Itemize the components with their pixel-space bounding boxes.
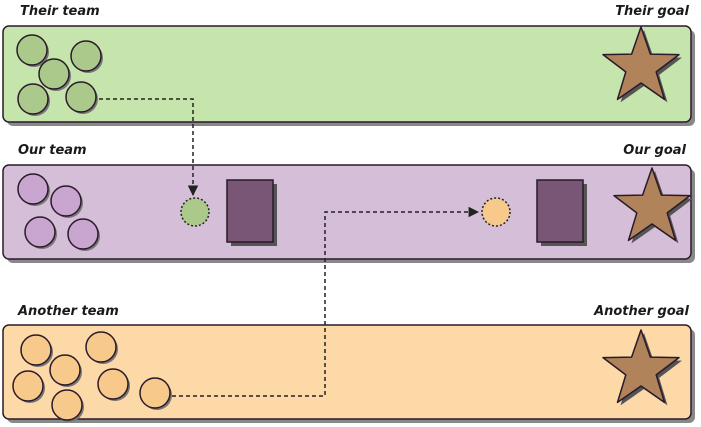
our-team-member-1 <box>17 173 49 205</box>
another-team-member-5 <box>97 368 129 400</box>
our-team-label: Our team <box>18 143 87 158</box>
our-team-member-2 <box>50 185 82 217</box>
their-team-member-5 <box>65 81 97 113</box>
our-lane-blocker-2 <box>536 179 587 246</box>
another-team-member-6 <box>139 377 171 409</box>
another-team-member-7 <box>51 389 83 421</box>
our-team-member-3 <box>24 216 56 248</box>
another-team-label: Another team <box>17 304 119 319</box>
lane-our-team: Our team Our goal <box>2 143 695 263</box>
transferred-token-from-another-team <box>481 197 511 227</box>
another-team-member-2 <box>85 331 117 363</box>
our-team-members <box>17 173 100 251</box>
our-goal-star-icon <box>613 167 693 244</box>
star-body <box>602 329 680 404</box>
another-team-member-1 <box>20 334 52 366</box>
our-team-member-4 <box>67 218 99 250</box>
their-team-member-4 <box>17 83 49 115</box>
another-goal-star-icon <box>602 329 682 406</box>
their-team-member-3 <box>38 58 70 90</box>
another-goal-label: Another goal <box>593 304 689 319</box>
their-goal-label: Their goal <box>615 4 689 19</box>
our-goal-label: Our goal <box>623 143 686 158</box>
transferred-token-from-their-team <box>180 197 210 227</box>
their-goal-star-icon <box>602 26 682 103</box>
another-team-members <box>12 331 172 422</box>
lane-another-team: Another team Another goal <box>2 304 695 423</box>
another-team-member-3 <box>49 354 81 386</box>
our-lane-blocker-1 <box>226 179 277 246</box>
their-team-member-1 <box>16 34 48 66</box>
another-team-member-4 <box>12 370 44 402</box>
star-body <box>613 167 691 242</box>
their-team-members <box>16 34 103 116</box>
blocker-2-body <box>536 179 584 243</box>
lane-their-background <box>2 25 692 123</box>
transfer-arrow-another-to-our <box>172 206 480 397</box>
star-body <box>602 26 680 101</box>
their-team-member-2 <box>70 40 102 72</box>
transfer-arrow-their-to-our <box>99 98 199 197</box>
blocker-1-body <box>226 179 274 243</box>
their-team-label: Their team <box>20 4 100 19</box>
lane-their-team: Their team Their goal <box>2 4 695 126</box>
